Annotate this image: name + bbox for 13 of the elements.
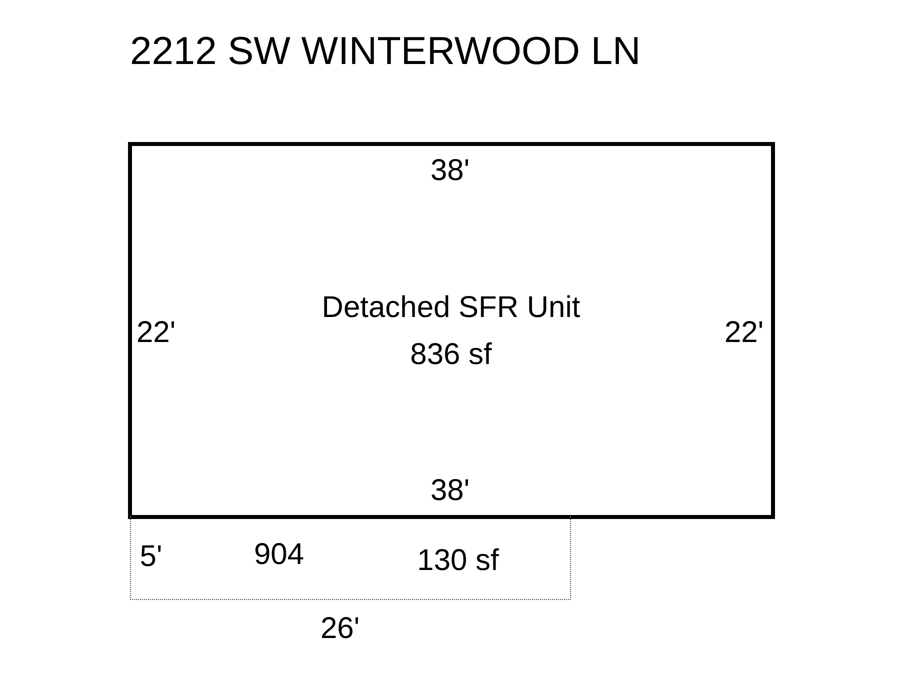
addition-outline xyxy=(130,516,571,600)
unit-number-label: 904 xyxy=(254,540,304,570)
area-label: 130 sf xyxy=(417,546,499,576)
dimension-label: 5' xyxy=(140,542,162,572)
building-outline xyxy=(128,142,775,519)
dimension-label: 22' xyxy=(724,318,764,348)
area-label: 836 sf xyxy=(410,340,492,370)
dimension-label: 22' xyxy=(136,318,176,348)
address-title: 2212 SW WINTERWOOD LN xyxy=(130,32,641,71)
dimension-label: 38' xyxy=(430,476,470,506)
unit-type-label: Detached SFR Unit xyxy=(322,293,580,323)
dimension-label: 38' xyxy=(430,156,470,186)
dimension-label: 26' xyxy=(320,614,360,644)
